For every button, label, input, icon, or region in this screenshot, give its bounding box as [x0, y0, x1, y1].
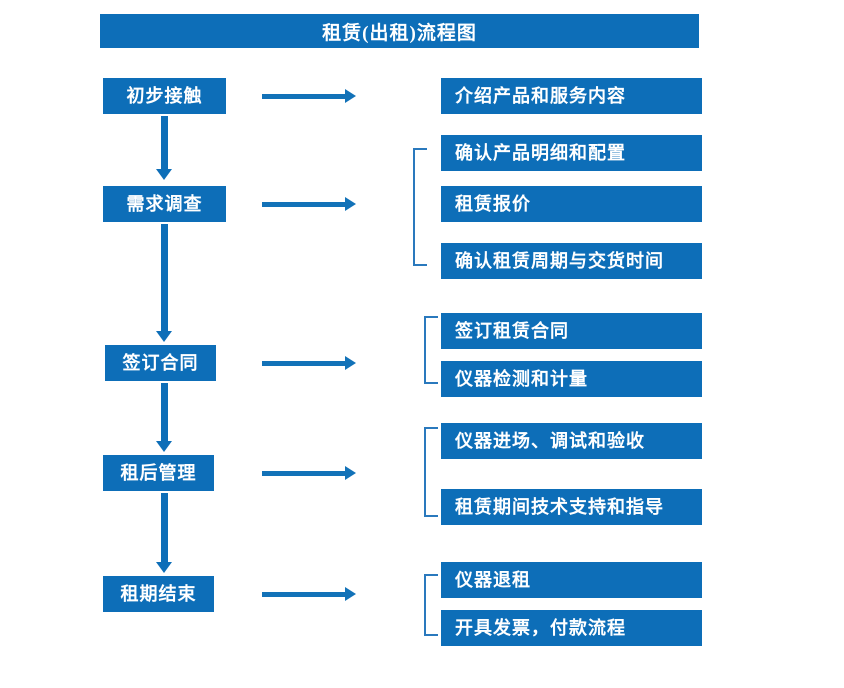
detail-box-introduce-products[interactable]: 介绍产品和服务内容 [441, 78, 702, 114]
detail-box-confirm-period-delivery[interactable]: 确认租赁周期与交货时间 [441, 243, 702, 279]
vertical-arrow-4 [153, 493, 175, 573]
horizontal-arrow-3 [262, 356, 356, 370]
group-bracket-rental-end [424, 574, 438, 636]
detail-box-sign-rental-contract[interactable]: 签订租赁合同 [441, 313, 702, 349]
stage-box-post-rental-management[interactable]: 租后管理 [103, 455, 214, 491]
vertical-arrow-2 [153, 224, 175, 342]
group-bracket-post-rental-management [424, 427, 438, 517]
diagram-title: 租赁(出租)流程图 [100, 14, 699, 48]
detail-box-instrument-return[interactable]: 仪器退租 [441, 562, 702, 598]
detail-box-instrument-inspection[interactable]: 仪器检测和计量 [441, 361, 702, 397]
group-bracket-requirement-survey [413, 148, 427, 266]
detail-box-instrument-entry-commissioning[interactable]: 仪器进场、调试和验收 [441, 423, 702, 459]
stage-box-rental-end[interactable]: 租期结束 [103, 576, 214, 612]
horizontal-arrow-5 [262, 587, 356, 601]
stage-box-sign-contract[interactable]: 签订合同 [105, 345, 216, 381]
horizontal-arrow-1 [262, 89, 356, 103]
detail-box-invoice-payment[interactable]: 开具发票，付款流程 [441, 610, 702, 646]
detail-box-technical-support[interactable]: 租赁期间技术支持和指导 [441, 489, 702, 525]
horizontal-arrow-4 [262, 466, 356, 480]
stage-box-requirement-survey[interactable]: 需求调查 [103, 186, 226, 222]
horizontal-arrow-2 [262, 197, 356, 211]
vertical-arrow-1 [153, 116, 175, 180]
stage-box-initial-contact[interactable]: 初步接触 [103, 78, 226, 114]
detail-box-confirm-spec[interactable]: 确认产品明细和配置 [441, 135, 702, 171]
detail-box-rental-quote[interactable]: 租赁报价 [441, 186, 702, 222]
vertical-arrow-3 [153, 383, 175, 452]
group-bracket-sign-contract [424, 316, 438, 384]
